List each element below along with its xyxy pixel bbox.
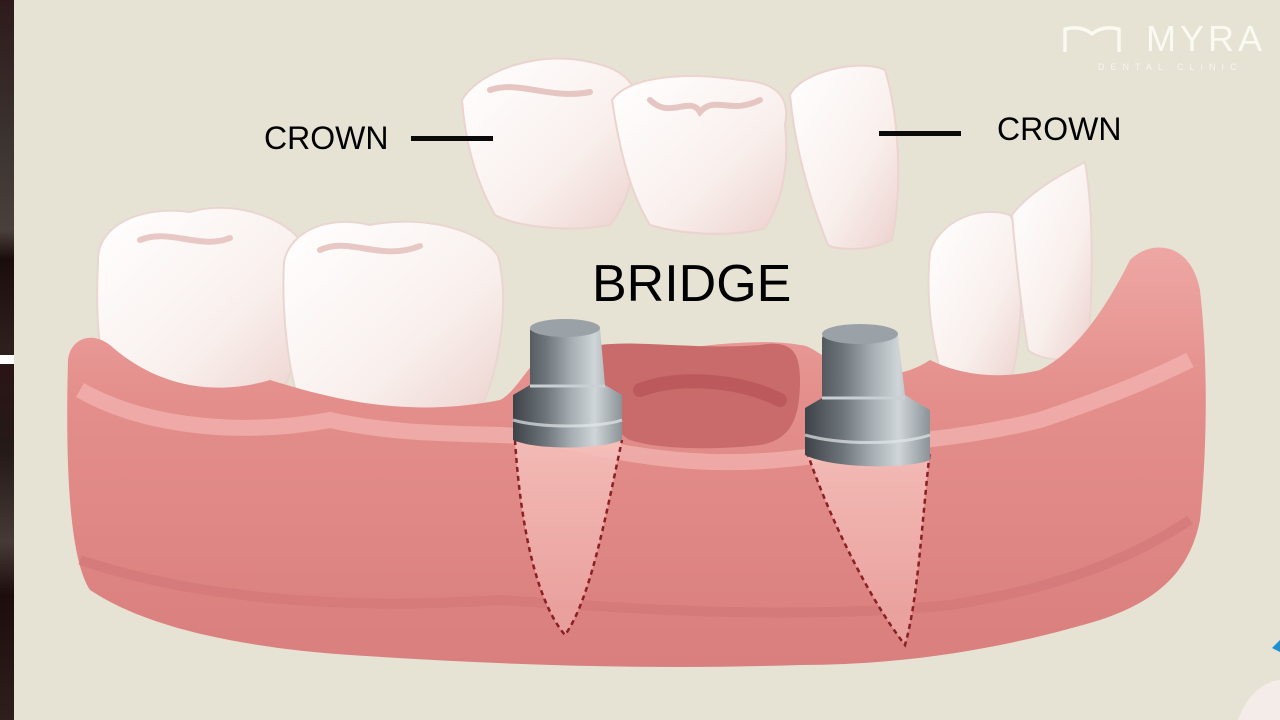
gum	[67, 247, 1206, 667]
crown-right-leader-line	[879, 131, 961, 136]
root-left	[513, 439, 624, 638]
crown-left-label: CROWN	[264, 120, 389, 156]
bridge-crowns	[460, 57, 900, 250]
natural-incisors	[927, 160, 1093, 390]
crown-left-leader-line	[411, 136, 493, 141]
logo-m-icon	[1063, 26, 1121, 52]
left-edge-divider	[0, 355, 14, 364]
clinic-logo: MYRA DENTAL CLINIC	[1062, 18, 1272, 74]
abutment-right	[804, 324, 931, 467]
crown-right-label: CROWN	[997, 111, 1122, 147]
partial-cursor-element	[1238, 640, 1280, 720]
natural-molars	[96, 206, 505, 421]
bridge-title: BRIDGE	[592, 255, 792, 313]
logo-wordmark: MYRA	[1146, 18, 1267, 59]
left-video-edge-bottom	[0, 364, 14, 720]
abutment-left	[512, 319, 623, 448]
logo-subtitle: DENTAL CLINIC	[1098, 62, 1243, 72]
root-right	[805, 449, 932, 648]
